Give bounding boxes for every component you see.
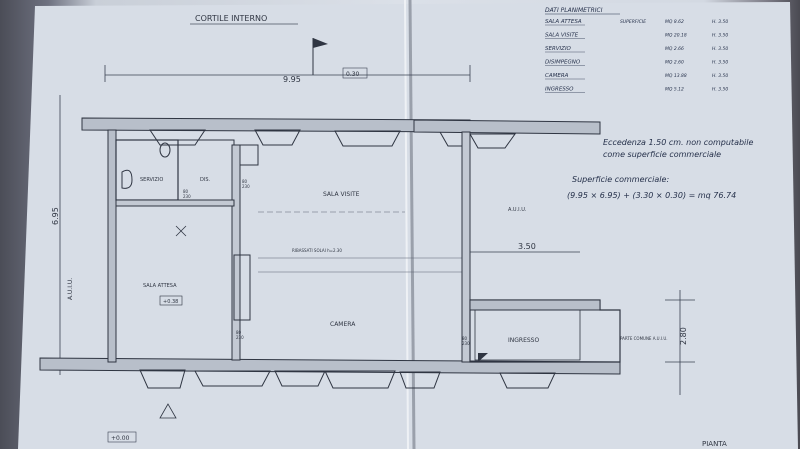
note-line-2: come superficie commerciale xyxy=(603,150,721,159)
bottom-window-5 xyxy=(399,371,441,389)
data-table-cell: MQ 5.12 xyxy=(665,87,684,93)
data-table-cell: MQ 20.18 xyxy=(665,33,687,39)
depth-dimension-label: 6.95 xyxy=(51,207,60,225)
drawing-title: PIANTA xyxy=(702,440,727,448)
data-table-cell: CAMERA xyxy=(545,73,569,79)
annex-depth-label: 2.80 xyxy=(679,327,688,345)
data-table-cell: H. 3.50 xyxy=(712,60,728,66)
data-table-cell: H. 3.50 xyxy=(712,87,728,93)
data-table-title: DATI PLANIMETRICI xyxy=(545,7,603,14)
small-dim-7: 80 xyxy=(462,336,468,341)
data-table-cell: SALA ATTESA xyxy=(545,19,582,25)
small-dim-3: 80 xyxy=(242,179,248,184)
dim-030-box xyxy=(342,67,368,79)
courtyard-label: CORTILE INTERNO xyxy=(195,14,267,23)
data-table-cell: MQ 2.60 xyxy=(665,60,684,66)
data-table-cell: SALA VISITE xyxy=(545,33,579,39)
toilet-icon xyxy=(159,142,171,158)
annex-note: PARTE COMUNE A.U.I.U. xyxy=(620,336,668,341)
data-table-cell: MQ 2.66 xyxy=(665,46,684,52)
entry-arrow xyxy=(478,353,488,362)
small-dim-5: 80 xyxy=(236,330,242,335)
sink-icon xyxy=(121,169,133,189)
room-sala-visite: SALA VISITE xyxy=(323,191,360,198)
data-table-cell: SERVIZIO xyxy=(545,46,572,52)
room-ingresso: INGRESSO xyxy=(508,337,539,344)
data-table-cell: INGRESSO xyxy=(545,87,574,93)
paper-sheet xyxy=(18,2,798,449)
room-dis: DIS. xyxy=(200,177,210,183)
overall-width-label: 9.95 xyxy=(283,75,301,84)
north-marker-flag xyxy=(313,38,328,48)
right-interior-wall xyxy=(461,131,471,363)
data-table-cell: SUPERFICIE xyxy=(620,19,646,25)
bottom-window-6 xyxy=(499,372,556,389)
note-line-1: Eccedenza 1.50 cm. non computabile xyxy=(603,138,753,147)
section-marker xyxy=(159,403,177,419)
small-dim-2: 230 xyxy=(183,194,191,199)
data-table-cell: H. 3.50 xyxy=(712,19,728,25)
level-mark: +0.38 xyxy=(163,299,178,305)
commercial-title: Superficie commerciale: xyxy=(572,175,669,184)
right-top-wall xyxy=(413,119,601,135)
data-table-cell: H. 3.50 xyxy=(712,33,728,39)
bottom-window-1 xyxy=(139,369,186,389)
data-table-cell: H. 3.50 xyxy=(712,46,728,52)
bottom-level: +0.00 xyxy=(111,435,130,442)
small-dim-4: 230 xyxy=(242,184,250,189)
side-note-right: A.U.I.U. xyxy=(508,207,527,213)
bottom-window-2 xyxy=(194,370,271,387)
room-sala-attesa: SALA ATTESA xyxy=(143,283,177,289)
level-mark-box xyxy=(159,295,183,306)
beam-note: RIBASSATI SOLAI h=2.30 xyxy=(292,248,342,253)
room-camera: CAMERA xyxy=(330,321,356,328)
side-note-left: A.U.I.U. xyxy=(67,278,74,300)
data-table: DATI PLANIMETRICI SALA ATTESA SUPERFICIE M… xyxy=(545,7,728,93)
commercial-formula: (9.95 × 6.95) + (3.30 × 0.30) = mq 76.74 xyxy=(567,191,736,200)
pillar-top xyxy=(239,144,259,166)
bottom-window-4 xyxy=(324,370,396,389)
small-dim-6: 230 xyxy=(236,335,244,340)
small-dim-1: 80 xyxy=(183,189,189,194)
bottom-window-3 xyxy=(274,370,326,387)
small-dim-8: 230 xyxy=(462,341,470,346)
right-top-window xyxy=(469,133,516,149)
data-table-cell: MQ 13.88 xyxy=(665,73,687,79)
data-table-cell: MQ 8.62 xyxy=(665,19,684,25)
data-table-cell: DISIMPEGNO xyxy=(545,60,581,66)
left-wall xyxy=(107,129,117,363)
top-window-2 xyxy=(254,129,301,146)
interior-wall-2 xyxy=(115,199,235,207)
wall-niche xyxy=(233,254,251,321)
room-servizio: SERVIZIO xyxy=(140,177,163,183)
dim-030-label: 0.30 xyxy=(346,71,360,78)
interior-wall-1 xyxy=(231,144,241,361)
top-window-3 xyxy=(334,130,401,147)
bottom-level-box xyxy=(107,431,137,443)
annex-top-wall xyxy=(469,299,601,311)
annex-width-label: 3.50 xyxy=(518,242,536,251)
data-table-cell: H. 3.50 xyxy=(712,73,728,79)
ingresso-room xyxy=(474,309,581,361)
center-cross-b xyxy=(175,225,187,237)
